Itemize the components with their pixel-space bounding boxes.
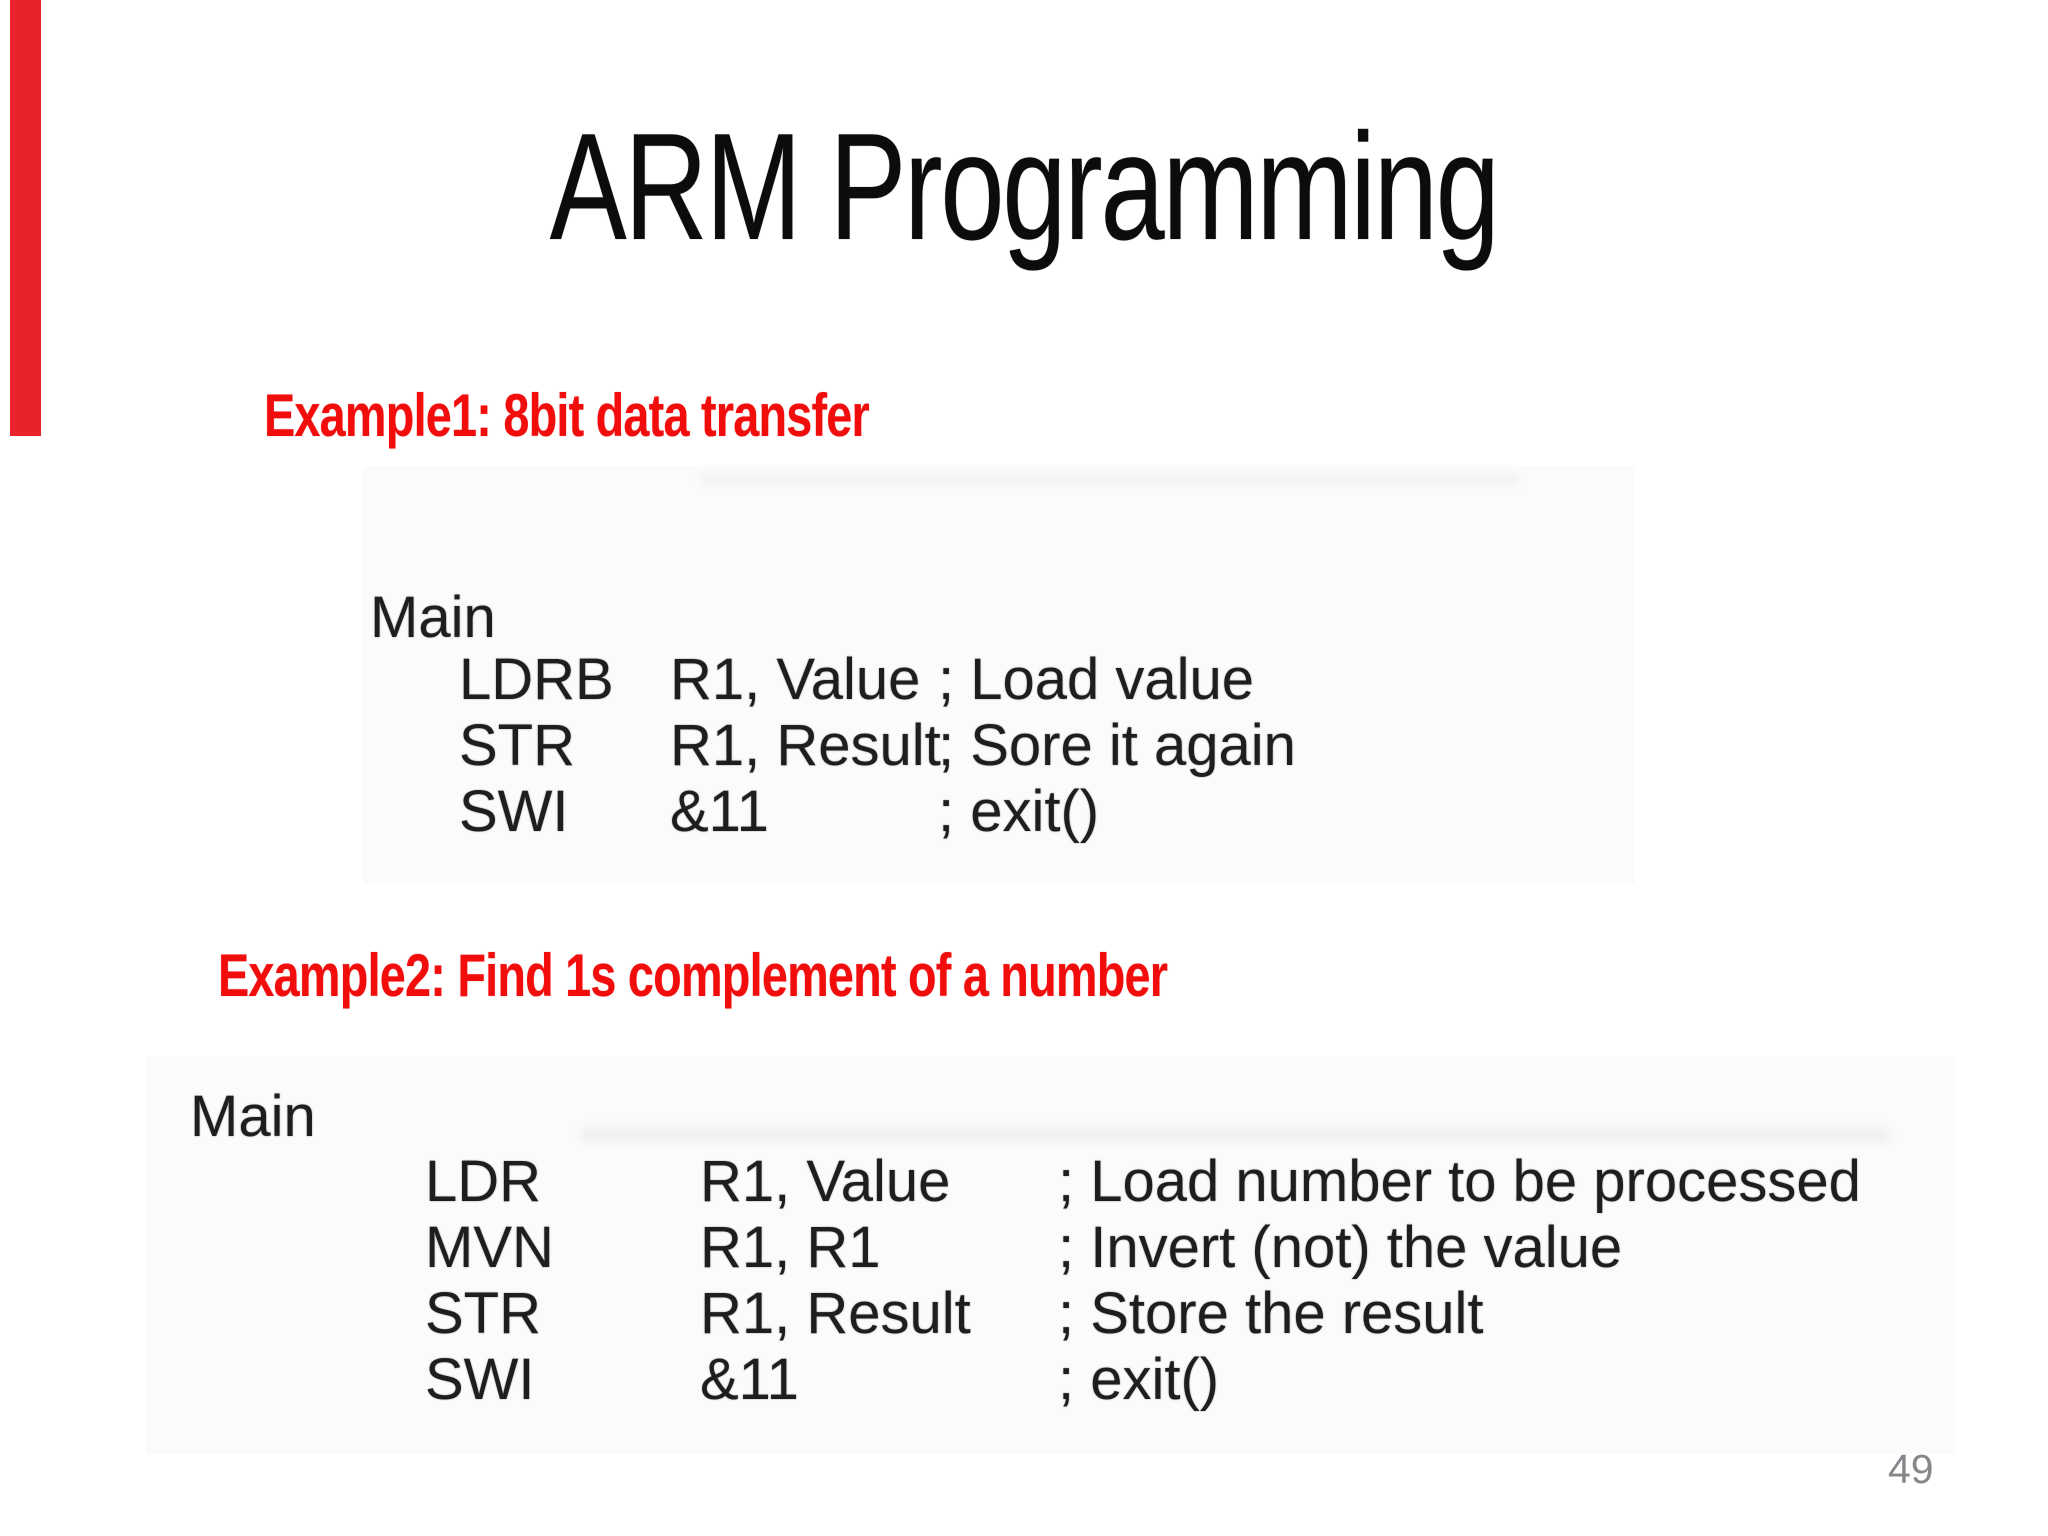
operand: R1, Result <box>700 1281 971 1346</box>
comment: ; Load value <box>938 647 1255 712</box>
code-row: LDRB R1, Value ; Load value <box>459 647 1296 713</box>
comment: ; exit() <box>938 779 1100 844</box>
scan-artifact <box>700 472 1520 486</box>
slide-title: ARM Programming <box>550 102 1500 272</box>
comment: ; exit() <box>1058 1347 1220 1412</box>
operand: R1, Result <box>670 713 941 778</box>
mnemonic: STR <box>459 713 575 778</box>
operand: R1, Value <box>670 647 921 712</box>
code-row: STR R1, Result ; Sore it again <box>459 713 1296 779</box>
scan-artifact <box>580 1126 1890 1144</box>
mnemonic: LDR <box>425 1149 542 1214</box>
example2-heading: Example2: Find 1s complement of a number <box>218 942 1168 1009</box>
operand: &11 <box>700 1347 799 1412</box>
code-row: STR R1, Result ; Store the result <box>425 1281 1861 1347</box>
code2-main-label: Main <box>190 1084 316 1149</box>
example1-heading: Example1: 8bit data transfer <box>264 382 870 449</box>
code-row: SWI &11 ; exit() <box>459 779 1296 845</box>
mnemonic: SWI <box>459 779 569 844</box>
page-number: 49 <box>1888 1446 1934 1492</box>
code-block-1-panel <box>363 466 1635 884</box>
code-row: SWI &11 ; exit() <box>425 1347 1861 1413</box>
mnemonic: SWI <box>425 1347 535 1412</box>
mnemonic: STR <box>425 1281 541 1346</box>
mnemonic: MVN <box>425 1215 554 1280</box>
code-block-1: LDRB R1, Value ; Load value STR R1, Resu… <box>459 647 1296 845</box>
comment: ; Load number to be processed <box>1058 1149 1861 1214</box>
code-block-2-panel <box>146 1056 1956 1454</box>
code-row: MVN R1, R1 ; Invert (not) the value <box>425 1215 1861 1281</box>
comment: ; Sore it again <box>938 713 1296 778</box>
title-container: ARM Programming <box>0 92 2048 282</box>
code-row: LDR R1, Value ; Load number to be proces… <box>425 1149 1861 1215</box>
operand: R1, R1 <box>700 1215 881 1280</box>
operand: &11 <box>670 779 769 844</box>
mnemonic: LDRB <box>459 647 614 712</box>
code1-main-label: Main <box>370 585 496 650</box>
comment: ; Store the result <box>1058 1281 1484 1346</box>
code-block-2: LDR R1, Value ; Load number to be proces… <box>425 1149 1861 1413</box>
operand: R1, Value <box>700 1149 951 1214</box>
red-accent-bar <box>10 0 41 436</box>
comment: ; Invert (not) the value <box>1058 1215 1623 1280</box>
